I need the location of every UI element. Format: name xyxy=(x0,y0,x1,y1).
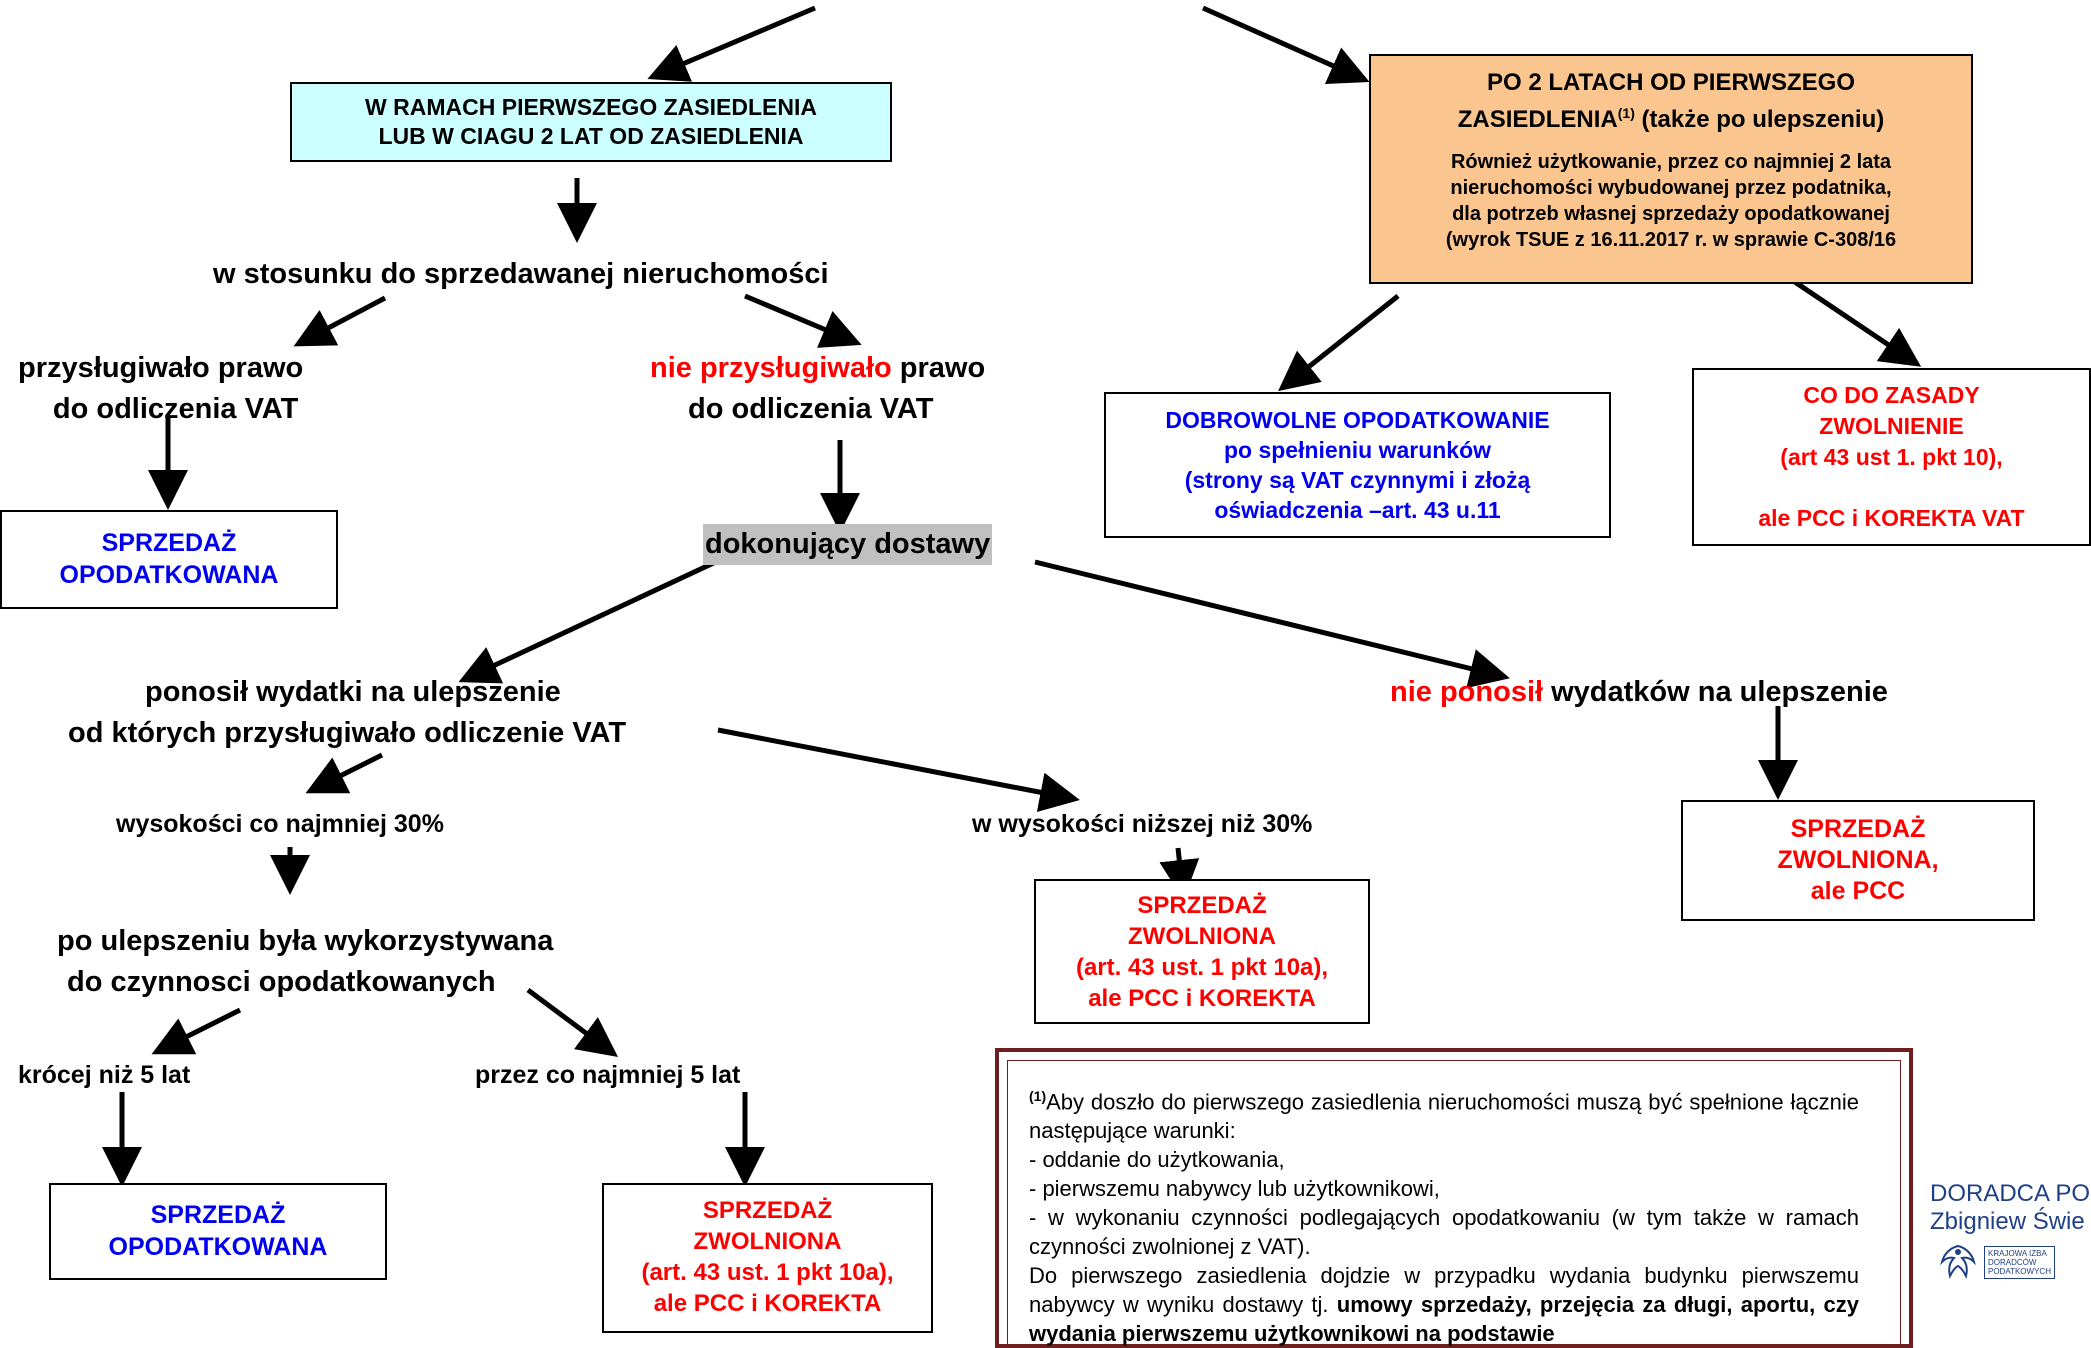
after-two-years-line1: PO 2 LATACH OD PIERWSZEGO xyxy=(1486,69,1856,96)
not-incurred-label: nie ponosił wydatków na ulepszenie xyxy=(1390,676,1888,708)
first-settlement-box: W RAMACH PIERWSZEGO ZASIEDLENIA LUB W CI… xyxy=(290,82,892,162)
eagle-emblem-icon xyxy=(1940,1244,1976,1279)
logo-emblem: KRAJOWA IZBA DORADCÓW PODATKOWYCH xyxy=(1936,1240,2091,1284)
arrow-right-box-left xyxy=(1278,294,1400,392)
exempt-below30-box: SPRZEDAŻ ZWOLNIONA (art. 43 ust. 1 pkt 1… xyxy=(1034,879,1370,1024)
first-settlement-line1: W RAMACH PIERWSZEGO ZASIEDLENIA xyxy=(365,94,817,121)
footnote-ref: (1) xyxy=(1617,105,1635,121)
logo-line2: Zbigniew Świe xyxy=(1930,1208,2085,1235)
relation-label: w stosunku do sprzedawanej nieruchomości xyxy=(213,258,829,290)
min30-label: wysokości co najmniej 30% xyxy=(116,810,444,838)
arrow-incurred-right xyxy=(717,727,1080,812)
footnote-box: (1)Aby doszło do pierwszego zasiedlenia … xyxy=(995,1048,1913,1348)
had-right-label: przysługiwało prawo do odliczenia VAT xyxy=(18,352,304,426)
footnote-inner-frame xyxy=(1007,1060,1901,1344)
incurred-improvement-label: ponosił wydatki na ulepszenie od których… xyxy=(68,676,627,750)
arrow-right-box-right xyxy=(1778,269,1922,367)
arrow-top-to-left xyxy=(647,5,816,82)
exempt-pcc-box: SPRZEDAŻ ZWOLNIONA, ale PCC xyxy=(1681,800,2035,921)
arrow-top-to-right xyxy=(1201,5,1370,85)
arrow-relation-right xyxy=(744,293,862,348)
arrow-relation-left xyxy=(293,295,387,347)
first-settlement-line2: LUB W CIAGU 2 LAT OD ZASIEDLENIA xyxy=(378,123,804,149)
supplier-label: dokonujący dostawy xyxy=(703,524,993,566)
arrow-incurred-left xyxy=(305,752,384,794)
voluntary-taxation-box: DOBROWOLNE OPODATKOWANIE po spełnieniu w… xyxy=(1104,392,1611,538)
after-two-years-line2: ZASIEDLENIA(1) (także po ulepszeniu) xyxy=(1457,105,1885,133)
arrow-supplier-right xyxy=(1034,559,1510,689)
used-for-taxed-label: po ulepszeniu była wykorzystywana do czy… xyxy=(57,925,554,999)
footnote-text: (1)Aby doszło do pierwszego zasiedlenia … xyxy=(1029,1088,1860,1347)
logo-line1: DORADCA POD xyxy=(1930,1180,2091,1207)
below30-label: w wysokości niższej niż 30% xyxy=(972,810,1313,838)
emblem-caption: KRAJOWA IZBA DORADCÓW PODATKOWYCH xyxy=(1984,1245,2055,1279)
after-two-years-sub: Również użytkowanie, przez co najmniej 2… xyxy=(1445,151,1897,251)
taxed-sale-box-upper: SPRZEDAŻ OPODATKOWANA xyxy=(0,510,338,609)
arrow-used-left xyxy=(151,1007,242,1055)
no-right-label: nie przysługiwało prawo do odliczenia VA… xyxy=(650,352,986,426)
arrow-used-right xyxy=(526,987,619,1057)
taxed-sale-box-lower: SPRZEDAŻ OPODATKOWANA xyxy=(49,1183,387,1280)
advisor-logo: DORADCA POD Zbigniew Świe KRAJOWA IZBA D… xyxy=(1930,1180,2091,1284)
exempt-atleast5-box: SPRZEDAŻ ZWOLNIONA (art. 43 ust. 1 pkt 1… xyxy=(602,1183,933,1333)
arrow-supplier-left xyxy=(458,557,722,684)
less-than-5-label: krócej niż 5 lat xyxy=(18,1061,191,1089)
after-two-years-box: PO 2 LATACH OD PIERWSZEGO ZASIEDLENIA(1)… xyxy=(1369,54,1973,284)
at-least-5-label: przez co najmniej 5 lat xyxy=(475,1061,741,1089)
principle-exemption-box: CO DO ZASADY ZWOLNIENIE (art 43 ust 1. p… xyxy=(1692,368,2091,546)
footnote-marker: (1) xyxy=(1029,1088,1047,1104)
